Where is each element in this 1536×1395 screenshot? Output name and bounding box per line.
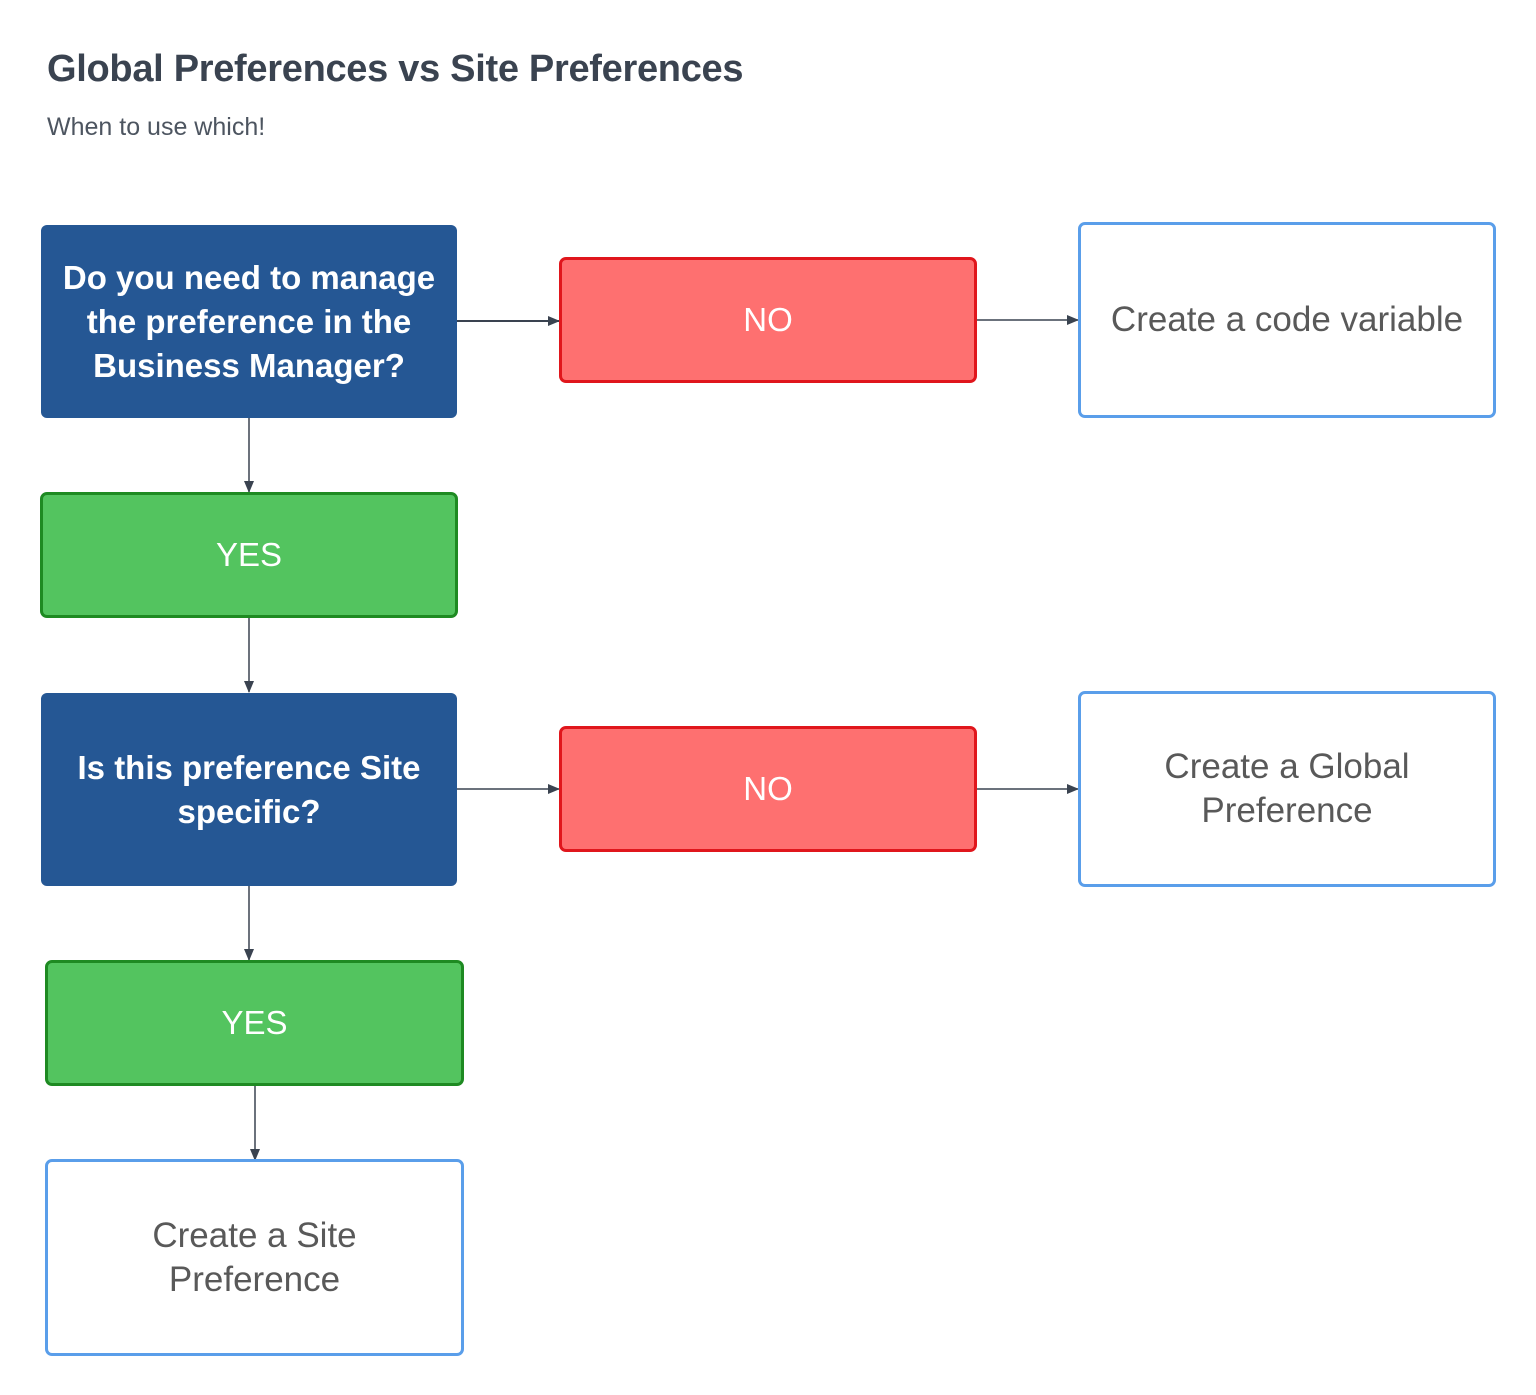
answer-label: YES bbox=[215, 536, 283, 573]
outcome-label: Create a code variable bbox=[1110, 300, 1464, 339]
page-title: Global Preferences vs Site Preferences bbox=[47, 48, 744, 90]
answer-label: NO bbox=[743, 770, 793, 807]
page-subtitle: When to use which! bbox=[47, 113, 266, 141]
decision-label: Is this preference Site specific? bbox=[77, 748, 421, 830]
answer-label: YES bbox=[221, 1004, 288, 1041]
decision-label: Do you need to manage the preference in … bbox=[62, 258, 436, 384]
outcome-create-code-variable: Create a code variable bbox=[1078, 222, 1496, 418]
outcome-label: Create a Global Preference bbox=[1164, 747, 1410, 830]
answer-label: NO bbox=[743, 301, 793, 338]
outcome-create-global-preference: Create a Global Preference bbox=[1078, 691, 1496, 887]
outcome-create-site-preference: Create a Site Preference bbox=[45, 1159, 464, 1356]
answer-no-business-manager: NO bbox=[559, 257, 977, 383]
answer-yes-business-manager: YES bbox=[40, 492, 458, 618]
answer-no-site-specific: NO bbox=[559, 726, 977, 852]
decision-manage-in-business-manager: Do you need to manage the preference in … bbox=[41, 225, 457, 418]
decision-site-specific: Is this preference Site specific? bbox=[41, 693, 457, 886]
answer-yes-site-specific: YES bbox=[45, 960, 464, 1086]
outcome-label: Create a Site Preference bbox=[152, 1215, 357, 1299]
